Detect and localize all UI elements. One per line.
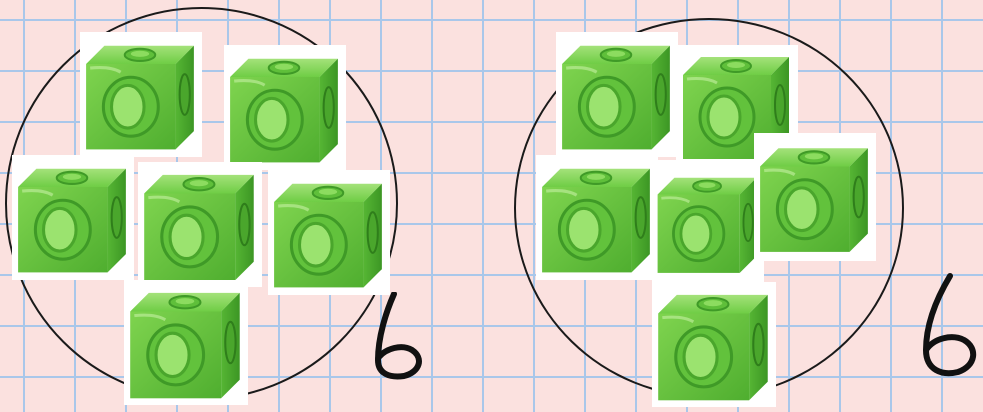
green-cube-icon — [754, 133, 876, 261]
green-cube-icon — [652, 160, 764, 285]
group-count-right: 6 — [916, 272, 980, 362]
green-cube-icon — [536, 155, 658, 280]
green-cube-icon — [652, 282, 776, 407]
green-cube-icon — [224, 45, 346, 170]
group-count-left: 6 — [368, 292, 432, 382]
green-cube-icon — [556, 32, 678, 157]
green-cube-icon — [268, 170, 390, 295]
handwritten-six-icon — [368, 292, 432, 382]
green-cube-icon — [124, 280, 248, 405]
green-cube-icon — [12, 155, 134, 280]
green-cube-icon — [80, 32, 202, 157]
green-cube-icon — [138, 162, 262, 287]
handwritten-six-icon — [916, 272, 980, 382]
